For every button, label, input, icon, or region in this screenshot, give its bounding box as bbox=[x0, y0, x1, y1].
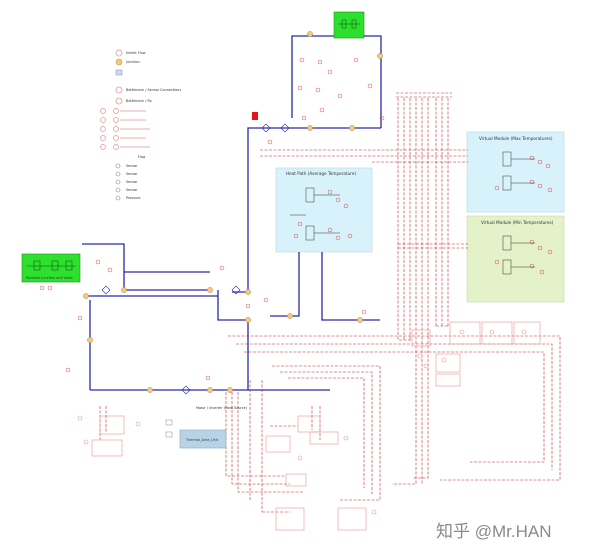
legend-symbol-1 bbox=[115, 49, 123, 57]
legend-symbol-3 bbox=[115, 69, 123, 76]
legend-symbol-4 bbox=[115, 86, 123, 94]
virtual-module-min-panel: Virtual Module (Min Temperatures) bbox=[466, 215, 565, 303]
legend: Inhibit Flow Junction Bottleneck / Senso… bbox=[100, 49, 181, 201]
thermal-area-label: Thermal_Area_Unit bbox=[185, 438, 219, 442]
legend-sensor-rows bbox=[115, 163, 121, 201]
top-green-block bbox=[333, 11, 365, 39]
legend-label-s2: Sensor bbox=[126, 172, 138, 176]
virtual-max-title: Virtual Module (Max Temperatures) bbox=[479, 136, 553, 141]
red-marker bbox=[252, 112, 258, 120]
virtual-min-title: Virtual Module (Min Temperatures) bbox=[481, 220, 554, 225]
motor-inverter-group: Motor / Inverter (Heat Source) Thermal_A… bbox=[165, 406, 248, 449]
legend-label-flag: Flag bbox=[138, 155, 145, 159]
legend-label-1: Inhibit Flow bbox=[126, 51, 146, 55]
legend-label-5: Bottleneck / Rx bbox=[126, 99, 152, 103]
watermark: 知乎 @Mr.HAN bbox=[436, 522, 552, 541]
legend-label-s1: Sensor bbox=[126, 164, 138, 168]
legend-label-4: Bottleneck / Sensor Connections bbox=[126, 88, 181, 92]
heat-path-title: Heat Path (Average Temperature) bbox=[286, 171, 356, 176]
legend-rows bbox=[100, 108, 150, 150]
legend-label-2: Junction bbox=[125, 60, 140, 64]
virtual-module-max-panel: Virtual Module (Max Temperatures) bbox=[466, 131, 565, 213]
motor-label: Motor / Inverter (Heat Source) bbox=[196, 406, 248, 410]
legend-label-s3: Sensor bbox=[126, 180, 138, 184]
legend-label-s5: Pressure bbox=[126, 196, 140, 200]
thermal-area-box bbox=[179, 429, 227, 449]
legend-symbol-2 bbox=[115, 58, 123, 66]
legend-label-s4: Sensor bbox=[126, 188, 138, 192]
pipe-components bbox=[39, 31, 385, 395]
heat-path-panel: Heat Path (Average Temperature) bbox=[275, 167, 373, 253]
lower-right-cluster bbox=[411, 321, 541, 387]
left-green-block: Radiator Junction and Valve bbox=[21, 253, 81, 283]
signal-lines bbox=[99, 92, 561, 513]
legend-symbol-5 bbox=[115, 97, 123, 105]
sensor-blocks bbox=[77, 415, 377, 531]
left-green-label: Radiator Junction and Valve bbox=[26, 276, 73, 280]
